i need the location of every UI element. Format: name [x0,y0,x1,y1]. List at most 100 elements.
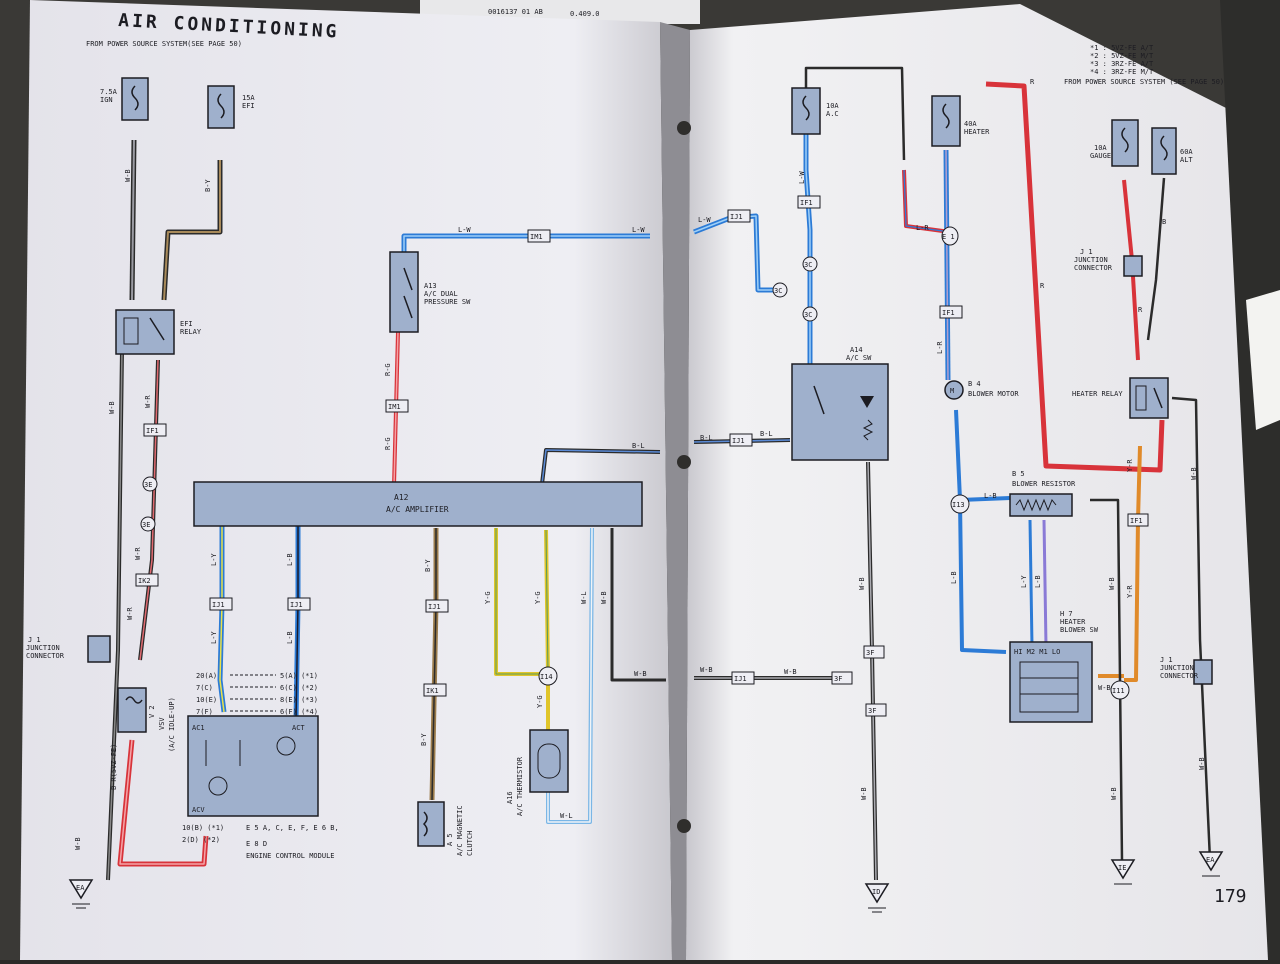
binder-hole [677,121,691,135]
wire-label: W-B [1198,757,1206,770]
wire-label: W-B [108,401,116,414]
connector-tag: I14 [540,673,553,681]
fuse-gauge-amp: 10A [1094,144,1107,152]
fuse-gauge-name: GAUGE [1090,152,1111,160]
connector-tag: 3E [144,481,152,489]
efi-relay-sub: RELAY [180,328,202,336]
wire-label: L-R [916,224,929,232]
wire-label: W-B [1098,684,1111,692]
clutch-line1: A/C MAGNETIC [456,805,464,856]
connector-tag: 3C [804,311,812,319]
legend-note: *1 : 5VZ-FE A/T [1090,44,1154,52]
fuse-ign: 7.5A IGN [100,77,149,121]
ground-id: ID [864,883,890,913]
fuse-gauge: 10A GAUGE [1090,119,1139,167]
connector-tag: 3E [142,521,150,529]
wire-label: W-B [1110,787,1118,800]
ground-label: ID [872,888,880,896]
wire-label: L-Y [1020,575,1028,588]
wire-label: W-B [1108,577,1116,590]
wire-label: W-B [858,577,866,590]
heater-blower-switch: HI M2 M1 LO H 7 HEATER BLOWER SW [1009,610,1099,723]
wire-label: L-B [1034,575,1042,588]
clutch-line2: CLUTCH [466,831,474,856]
vsv-line2: (A/C IDLE-UP) [168,697,176,752]
blower-resistor: B 5 BLOWER RESISTOR [1009,470,1076,517]
wire-label: L-B [984,492,997,500]
connector-tag: 3F [866,649,874,657]
wire-label: R-G [384,363,392,376]
legend-note: *4 : 3RZ-FE M/T [1090,68,1154,76]
jc-top-line2: CONNECTOR [1074,264,1113,272]
fuse-efi-amp: 15A [242,94,255,102]
fuse-heater-name: HEATER [964,128,990,136]
svg-text:M: M [950,387,954,395]
ac-amplifier: A12 A/C AMPLIFIER [193,481,643,527]
fuse-ac-name: A.C [826,110,839,118]
ground-ie: IE [1110,859,1136,885]
wire-label: W-B [700,666,713,674]
amplifier-name: A/C AMPLIFIER [386,505,449,514]
dual-pressure-switch: A13 A/C DUAL PRESSURE SW [389,251,471,333]
receipt-paper [1246,290,1280,430]
wire-label: W-R [144,395,152,408]
ecm-low-pin: 10(B) (*1) [182,824,224,832]
wire-label: R [1030,78,1035,86]
ecm-low-pin-table: 10(B) (*1) 2(D) (*2) [182,824,224,844]
thermistor-name: A/C THERMISTOR [516,756,524,816]
wire-label: B-Y [204,179,212,192]
dual-sw-id: A13 [424,282,437,290]
ecm-name: ENGINE CONTROL MODULE [246,852,335,860]
connector-tags-right: IF1 IJ1 3C 3C 3C IJ1 E 1 IF1 I13 IF1 I11… [727,195,1149,717]
wire-label: W-L [580,591,588,604]
fuse-ac-amp: 10A [826,102,839,110]
blower-resistor-name: BLOWER RESISTOR [1012,480,1076,488]
connector-tag: IJ1 [730,213,743,221]
desk-edge [1220,0,1280,960]
junction-connector-right: J 1 JUNCTION CONNECTOR [1160,656,1213,685]
wire-label: R [1040,282,1045,290]
clutch-id: A 5 [446,833,454,846]
wire-label: L-Y [210,553,218,566]
connector-tag: 3F [868,707,876,715]
fuse-efi: 15A EFI [207,85,255,129]
efi-relay-name: EFI [180,320,193,328]
connector-tag: IM1 [388,403,401,411]
right-page [686,4,1275,960]
wire-label: L-W [798,171,806,184]
ac-sw-id: A14 [850,346,863,354]
connector-tag: 3C [774,287,782,295]
connector-tag: I11 [1112,687,1125,695]
fuse-ign-amp: 7.5A [100,88,118,96]
ecm-low-pin: 2(D) (*2) [182,836,220,844]
wire-label: L-W [458,226,471,234]
connector-tag: IF1 [800,199,813,207]
jc-top-id: J 1 [1080,248,1093,256]
thermistor-id: A16 [506,791,514,804]
wire-label: L-R [936,341,944,354]
connector-tags-left: IF1 IK2 3E 3E IM1 IM1 IJ1 IJ1 IJ1 IK1 I1… [135,229,558,697]
source-note-left: FROM POWER SOURCE SYSTEM(SEE PAGE 50) [86,40,242,48]
wire-label: L-W [698,216,711,224]
amplifier-id: A12 [394,493,409,502]
connector-tag: I13 [952,501,965,509]
ground-ea-right: EA [1198,851,1224,877]
junction-connector-top: J 1 JUNCTION CONNECTOR [1074,248,1143,277]
connector-tag: IM1 [530,233,543,241]
fuse-alt-name: ALT [1180,156,1193,164]
connector-tag: IJ1 [734,675,747,683]
fuse-heater: 40A HEATER [931,95,990,147]
ecm-pin-right: 5(A) (*1) [280,672,318,680]
wire-label: R-G [384,437,392,450]
heater-sw-id: H 7 [1060,610,1073,618]
wire-label: W-B [74,837,82,850]
wire-label: W-B [1190,467,1198,480]
wire-label: W-B [634,670,647,678]
wire-label: B-Y [424,559,432,572]
blower-motor: M B 4 BLOWER MOTOR [944,380,1019,400]
ground-label: EA [76,884,85,892]
wire-label: B-L [700,434,713,442]
fuse-alt-amp: 60A [1180,148,1193,156]
wire-label: L-B [950,571,958,584]
